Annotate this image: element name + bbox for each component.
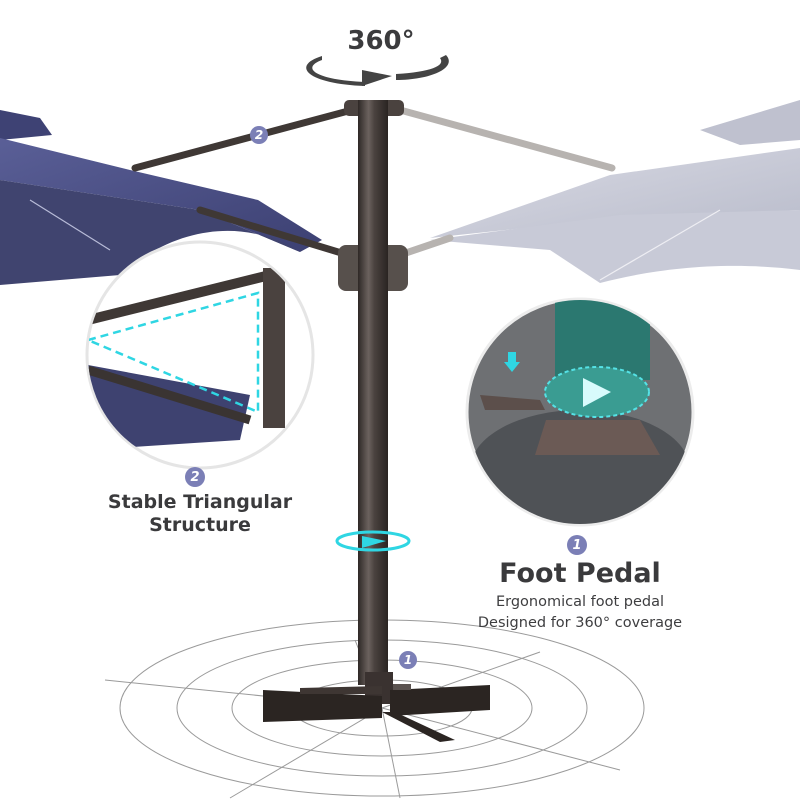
feature-title-line2: Structure	[149, 514, 251, 536]
rotate-arrow-icon	[306, 55, 449, 86]
feature-desc-line1: Ergonomical foot pedal	[495, 594, 665, 610]
feature-desc-line2: Designed for 360° coverage	[477, 615, 683, 631]
feature-number-badge: 2	[185, 467, 205, 487]
pole-rotation-ring-icon	[335, 530, 411, 552]
rotation-degree-label: 360°	[347, 26, 415, 56]
callout-foot-pedal	[465, 297, 695, 527]
feature-number-badge: 1	[567, 535, 587, 555]
canopy-light	[430, 100, 800, 283]
cross-base	[263, 672, 490, 742]
callout-triangle-structure	[85, 240, 315, 470]
umbrella-pole	[358, 100, 388, 685]
arm-marker-badge: 2	[250, 126, 268, 144]
base-marker-badge: 1	[399, 651, 417, 669]
feature-title: Foot Pedal	[499, 558, 661, 589]
feature-title-line1: Stable Triangular	[107, 491, 293, 513]
